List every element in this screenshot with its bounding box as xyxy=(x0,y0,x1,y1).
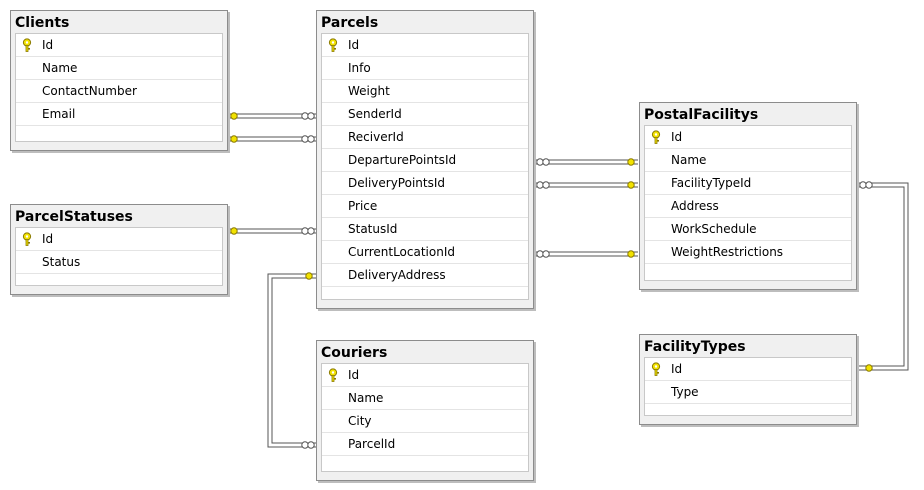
column-name: Status xyxy=(42,255,81,269)
column-name: City xyxy=(348,414,372,428)
column-name: Id xyxy=(671,362,683,376)
column-row[interactable]: Info xyxy=(322,57,528,80)
column-row[interactable]: StatusId xyxy=(322,218,528,241)
column-row[interactable]: Status xyxy=(16,251,222,274)
column-name: Name xyxy=(42,61,78,75)
column-row[interactable]: Id xyxy=(322,34,528,57)
column-name: WorkSchedule xyxy=(671,222,757,236)
column-name: Name xyxy=(348,391,384,405)
column-row[interactable]: Name xyxy=(322,387,528,410)
column-name: DeliveryPointsId xyxy=(348,176,446,190)
column-row[interactable]: DeliveryPointsId xyxy=(322,172,528,195)
rel-current-location xyxy=(534,250,638,258)
column-row[interactable]: Type xyxy=(645,381,851,404)
column-name: Id xyxy=(671,130,683,144)
rel-delivery xyxy=(534,181,638,189)
column-row[interactable]: Name xyxy=(16,57,222,80)
column-row[interactable]: Id xyxy=(16,34,222,57)
column-name: Type xyxy=(671,385,699,399)
primary-key-icon xyxy=(328,38,338,52)
column-name: StatusId xyxy=(348,222,398,236)
primary-key-icon xyxy=(328,368,338,382)
rel-courier-parcel xyxy=(267,272,316,449)
column-row[interactable]: SenderId xyxy=(322,103,528,126)
rel-clients-reciver xyxy=(228,135,316,143)
rel-facility-type xyxy=(857,181,909,372)
primary-key-icon xyxy=(651,362,661,376)
column-name: Id xyxy=(42,232,54,246)
column-name: Weight xyxy=(348,84,390,98)
column-name: Id xyxy=(348,368,360,382)
column-name: SenderId xyxy=(348,107,402,121)
column-row[interactable]: Id xyxy=(322,364,528,387)
table-title: FacilityTypes xyxy=(644,339,746,355)
column-row[interactable]: Name xyxy=(645,149,851,172)
column-row[interactable]: Price xyxy=(322,195,528,218)
column-row[interactable]: ParcelId xyxy=(322,433,528,456)
primary-key-icon xyxy=(651,130,661,144)
table-title: Clients xyxy=(15,15,70,31)
column-name: Id xyxy=(348,38,360,52)
column-row[interactable]: DeparturePointsId xyxy=(322,149,528,172)
column-row[interactable]: Id xyxy=(645,126,851,149)
column-row[interactable]: DeliveryAddress xyxy=(322,264,528,287)
column-name: Name xyxy=(671,153,707,167)
column-row[interactable]: Weight xyxy=(322,80,528,103)
column-name: FacilityTypeId xyxy=(671,176,752,190)
column-row[interactable]: CurrentLocationId xyxy=(322,241,528,264)
column-name: DeparturePointsId xyxy=(348,153,457,167)
primary-key-icon xyxy=(22,38,32,52)
column-row[interactable]: City xyxy=(322,410,528,433)
rel-departure xyxy=(534,158,638,166)
table-title: PostalFacilitys xyxy=(644,107,759,123)
column-row[interactable]: WorkSchedule xyxy=(645,218,851,241)
column-name: Id xyxy=(42,38,54,52)
column-row[interactable]: Address xyxy=(645,195,851,218)
column-name: Email xyxy=(42,107,76,121)
column-name: CurrentLocationId xyxy=(348,245,455,259)
column-name: Info xyxy=(348,61,371,75)
column-name: Address xyxy=(671,199,719,213)
rel-clients-sender xyxy=(228,112,316,120)
table-title: ParcelStatuses xyxy=(15,209,133,225)
column-row[interactable]: ContactNumber xyxy=(16,80,222,103)
column-row[interactable]: ReciverId xyxy=(322,126,528,149)
column-name: ContactNumber xyxy=(42,84,137,98)
column-name: ParcelId xyxy=(348,437,396,451)
column-row[interactable]: Id xyxy=(16,228,222,251)
primary-key-icon xyxy=(22,232,32,246)
table-title: Parcels xyxy=(321,15,379,31)
column-name: ReciverId xyxy=(348,130,404,144)
table-title: Couriers xyxy=(321,345,388,361)
column-row[interactable]: Email xyxy=(16,103,222,126)
column-name: Price xyxy=(348,199,378,213)
column-name: DeliveryAddress xyxy=(348,268,446,282)
column-row[interactable]: Id xyxy=(645,358,851,381)
column-row[interactable]: FacilityTypeId xyxy=(645,172,851,195)
rel-status xyxy=(228,227,316,235)
column-name: WeightRestrictions xyxy=(671,245,784,259)
column-row[interactable]: WeightRestrictions xyxy=(645,241,851,264)
